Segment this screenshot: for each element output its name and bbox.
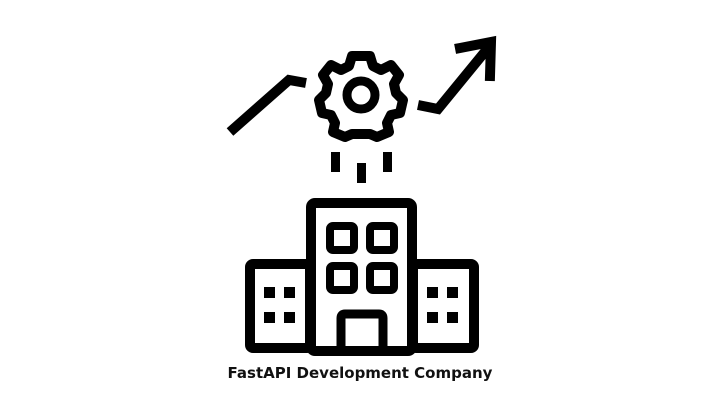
- trend-line-icon: [226, 74, 307, 136]
- falling-lines-icon: [331, 152, 392, 183]
- office-building-icon: [245, 198, 479, 356]
- caption-text: FastAPI Development Company: [227, 364, 493, 382]
- trend-arrow-up-icon: [417, 35, 497, 115]
- gear-icon: [314, 51, 408, 142]
